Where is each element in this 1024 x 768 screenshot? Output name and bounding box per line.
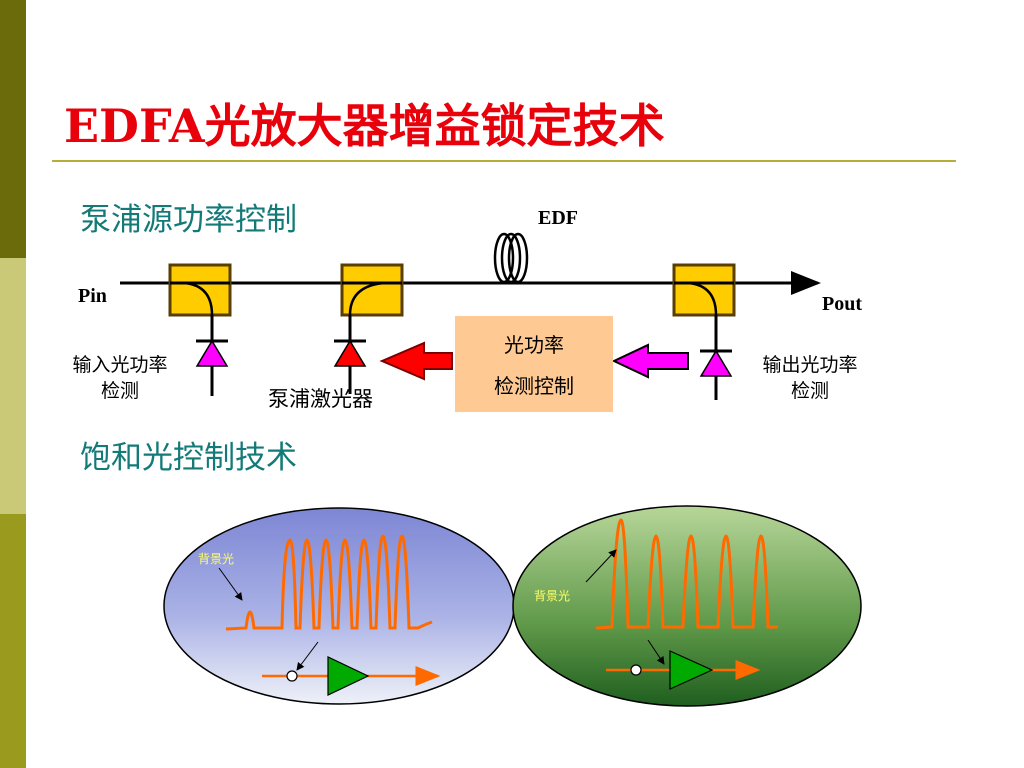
right-spectrum-trace: [595, 518, 778, 630]
right-amplifier-icon: [669, 650, 714, 690]
sidebar-segment-dark: [0, 0, 26, 258]
pump-wdm-coupler: [340, 263, 404, 317]
pump-laser-icon: [333, 339, 367, 367]
left-background-light-label: 背景光: [198, 552, 234, 566]
right-spectrum-panel: [512, 505, 862, 707]
control-box-line2: 检测控制: [494, 374, 574, 399]
control-box-line1: 光功率: [504, 332, 564, 357]
right-tap-pointer: [647, 639, 665, 665]
output-detect-label: 输出光功率 检测: [744, 352, 876, 404]
input-photodiode-icon: [195, 339, 229, 367]
power-detect-control-box: 光功率 检测控制: [455, 316, 613, 412]
detector-to-control-arrow-icon: [611, 343, 689, 379]
input-detect-label-line1: 输入光功率: [72, 354, 168, 376]
input-detect-label: 输入光功率 检测: [54, 352, 186, 404]
right-tap-node-icon: [630, 664, 642, 676]
edf-coil-icon: [493, 232, 529, 284]
section-heading-saturation-control: 饱和光控制技术: [80, 440, 297, 476]
output-detect-label-line1: 输出光功率: [762, 354, 858, 376]
left-sidebar: [0, 0, 26, 768]
left-tap-pointer: [296, 641, 319, 671]
section-heading-pump-control: 泵浦源功率控制: [80, 202, 297, 238]
input-detect-label-line2: 检测: [100, 380, 139, 402]
edf-label: EDF: [538, 207, 578, 229]
left-spectrum-trace: [225, 534, 433, 631]
control-to-pump-arrow-icon: [379, 341, 453, 381]
left-tap-node-icon: [286, 670, 298, 682]
left-amplifier-icon: [327, 656, 370, 696]
left-background-pointer: [218, 567, 243, 601]
sidebar-segment-light: [0, 258, 26, 514]
pout-label: Pout: [822, 293, 862, 315]
right-background-light-label: 背景光: [534, 589, 570, 603]
pin-label: Pin: [78, 285, 107, 307]
output-photodiode-icon: [699, 349, 733, 377]
left-spectrum-panel: [163, 507, 515, 705]
output-detect-label-line2: 检测: [790, 380, 829, 402]
input-tap-coupler: [168, 263, 232, 317]
title-divider: [52, 160, 956, 162]
slide-title: EDFA光放大器增益锁定技术: [64, 99, 665, 153]
output-tap-coupler: [672, 263, 736, 317]
pump-laser-label: 泵浦激光器: [268, 387, 373, 411]
sidebar-segment-mid: [0, 514, 26, 768]
right-background-pointer: [585, 549, 617, 583]
